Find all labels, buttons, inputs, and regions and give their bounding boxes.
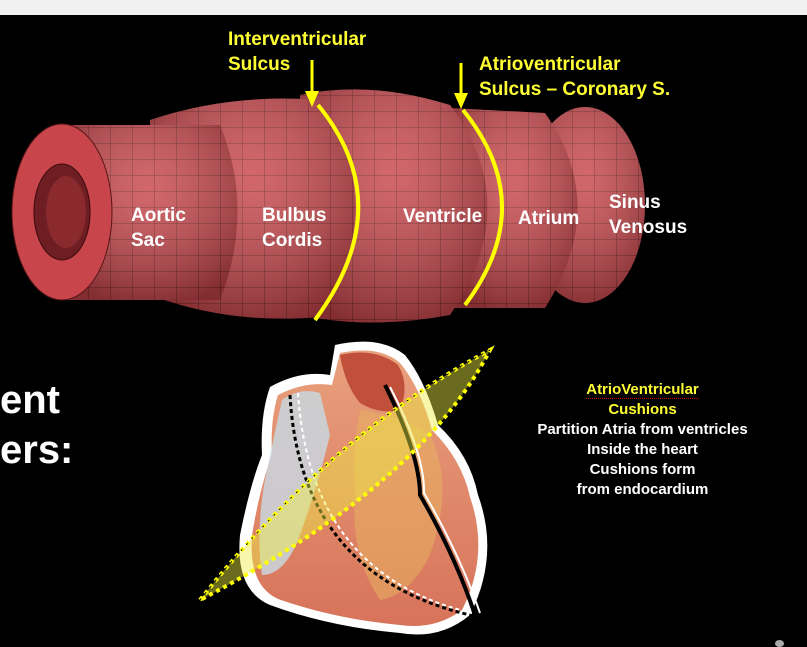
notes-line3: Partition Atria from ventricles xyxy=(537,421,748,438)
notes-title-line1: AtrioVentricular xyxy=(586,381,699,399)
cushions-notes: AtrioVentricular Cushions Partition Atri… xyxy=(510,380,775,500)
interventricular-arrow xyxy=(305,60,319,107)
bulbus-cordis-label: Bulbus Cordis xyxy=(262,203,326,253)
ventricle-label: Ventricle xyxy=(403,206,483,227)
bulbus-cordis-label-line2: Cordis xyxy=(262,230,323,251)
slide-indicator-dot[interactable] xyxy=(775,640,784,647)
bulbus-cordis-label-line1: Bulbus xyxy=(262,205,327,226)
atrioventricular-label-line1: Atrioventricular xyxy=(479,54,621,75)
sinus-venosus-label-line2: Venosus xyxy=(609,217,688,238)
left-text-line1: ent xyxy=(0,378,60,422)
heart-tube-diagram xyxy=(11,60,645,635)
notes-line5: Cushions form xyxy=(589,461,696,478)
slide: Interventricular Sulcus Atrioventricular… xyxy=(0,15,807,647)
aortic-sac-opening xyxy=(11,123,113,301)
atrioventricular-sulcus-line xyxy=(461,108,504,307)
left-text-line2: ers: xyxy=(0,428,74,472)
left-partial-text: ent ers: xyxy=(0,375,73,475)
aortic-sac-label-line2: Sac xyxy=(131,230,165,251)
window-top-bar xyxy=(0,0,807,15)
atrioventricular-sulcus-label: Atrioventricular Sulcus – Coronary S. xyxy=(479,52,670,102)
interventricular-sulcus-label: Interventricular Sulcus xyxy=(228,27,366,77)
sinus-venosus-label: Sinus Venosus xyxy=(609,190,687,240)
notes-line6: from endocardium xyxy=(576,481,709,498)
atrium-segment xyxy=(450,108,578,308)
aortic-sac-label-line1: Aortic xyxy=(131,205,186,226)
atrioventricular-label-line2: Sulcus – Coronary S. xyxy=(479,79,671,100)
interventricular-label-line1: Interventricular xyxy=(228,29,367,50)
heart-illustration xyxy=(198,341,495,635)
aortic-sac-label: Aortic Sac xyxy=(131,203,186,253)
sinus-venosus-label-line1: Sinus xyxy=(609,192,661,213)
notes-title-line2: Cushions xyxy=(608,401,677,418)
interventricular-sulcus-line xyxy=(313,103,361,322)
interventricular-label-line2: Sulcus xyxy=(228,54,291,75)
atrioventricular-arrow xyxy=(454,63,468,109)
notes-line4: Inside the heart xyxy=(587,441,698,458)
atrium-label: Atrium xyxy=(518,208,580,229)
